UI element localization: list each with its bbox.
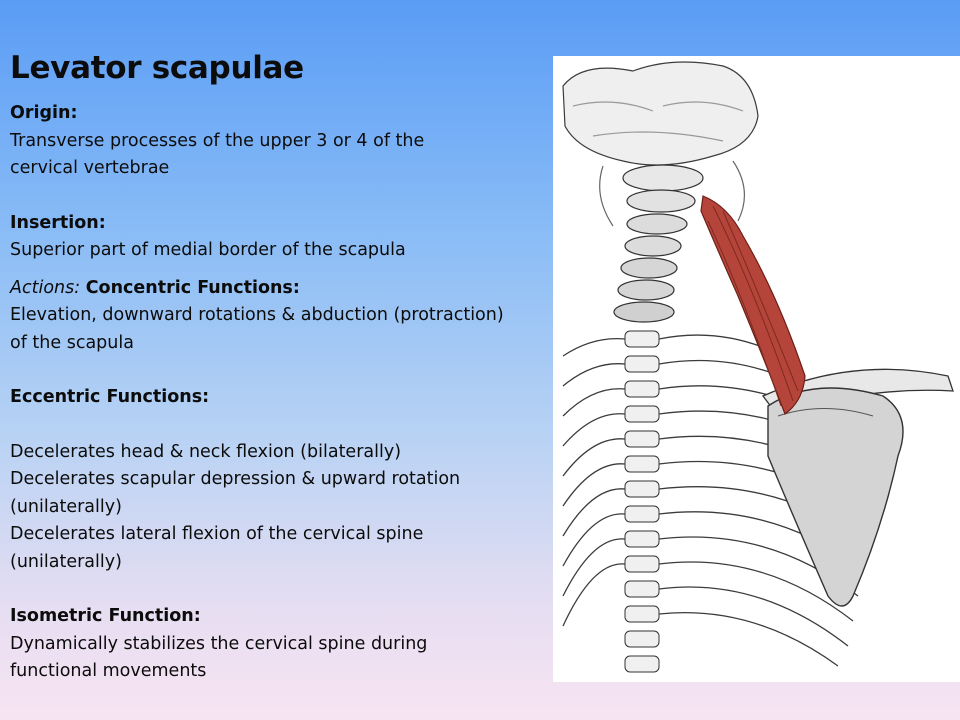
slide-title: Levator scapulae [10,50,304,86]
eccentric-item-3-line-1: Decelerates lateral flexion of the cervi… [10,524,424,544]
origin-text-line-1: Transverse processes of the upper 3 or 4… [10,130,425,151]
insertion-heading: Insertion: [10,212,106,233]
thoracic-spine [624,330,660,673]
origin-heading: Origin: [10,103,78,123]
concentric-text-line-1: Elevation, downward rotations & abductio… [10,305,504,325]
eccentric-item-2-line-2: (unilaterally) [10,496,122,517]
slide-body: Origin: Transverse processes of the uppe… [10,100,570,686]
concentric-text-line-2: of the scapula [10,332,134,353]
actions-label: Actions: [10,277,81,298]
origin-text-line-2: cervical vertebrae [10,158,170,178]
levator-scapulae-muscle [700,195,806,415]
actions-line: Actions: Concentric Functions: [10,275,570,303]
cervical-spine [613,164,704,323]
eccentric-item-2-line-1: Decelerates scapular depression & upward… [10,469,461,489]
levator-scapulae-drawing [562,61,954,673]
eccentric-heading: Eccentric Functions: [10,387,210,407]
scapula-and-clavicle [761,368,954,607]
isometric-heading: Isometric Function: [10,606,201,626]
skull-base [562,61,759,227]
insertion-text: Superior part of medial border of the sc… [10,240,406,260]
eccentric-item-3-line-2: (unilaterally) [10,551,122,572]
isometric-text-line-2: functional movements [10,661,207,681]
eccentric-item-1: Decelerates head & neck flexion (bilater… [10,441,402,462]
isometric-text-line-1: Dynamically stabilizes the cervical spin… [10,633,428,654]
anatomy-illustration [553,56,960,682]
concentric-heading: Concentric Functions: [85,277,300,298]
